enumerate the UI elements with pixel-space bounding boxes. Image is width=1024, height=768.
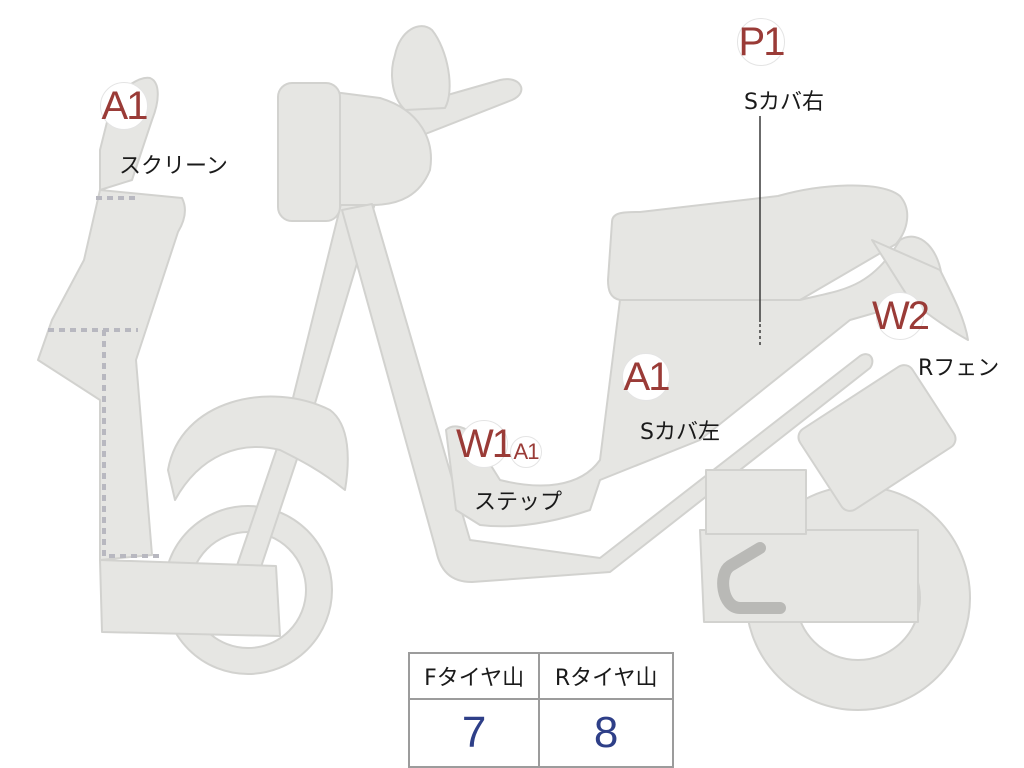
drive-belt: [717, 542, 786, 614]
tire-tread-table: Fタイヤ山 Rタイヤ山 7 8: [407, 652, 674, 768]
damage-code-step: W1: [456, 420, 514, 468]
mirror: [391, 25, 451, 111]
part-label-step: ステップ: [474, 490, 563, 515]
seat: [607, 184, 909, 301]
panel-line-3: [102, 330, 160, 558]
rear-tire-label: Rタイヤ山: [538, 652, 674, 700]
part-label-rear-fender: Rフェン: [918, 356, 1000, 381]
damage-code-side-cover-right: P1: [737, 18, 785, 66]
front-fender: [167, 395, 349, 501]
front-tire-value: 7: [407, 698, 541, 768]
shock-bracket: [705, 469, 807, 535]
front-tire-label: Fタイヤ山: [407, 652, 541, 700]
handlebar: [394, 78, 523, 141]
floor-front: [99, 559, 281, 637]
side-cover: [445, 235, 943, 528]
part-label-side-cover-right: Sカバ右: [744, 90, 824, 115]
front-cowl: [37, 189, 186, 561]
headlight: [277, 82, 341, 222]
head-cover: [317, 89, 432, 206]
muffler: [797, 364, 957, 512]
damage-code-step-extra: A1: [510, 436, 542, 468]
damage-code-screen: A1: [100, 82, 148, 130]
damage-code-rear-fender: W2: [872, 292, 930, 340]
damage-code-side-cover-left: A1: [622, 353, 670, 401]
rear-tire-value: 8: [538, 698, 674, 768]
part-label-side-cover-left: Sカバ左: [640, 420, 720, 445]
part-label-screen: スクリーン: [119, 154, 228, 179]
